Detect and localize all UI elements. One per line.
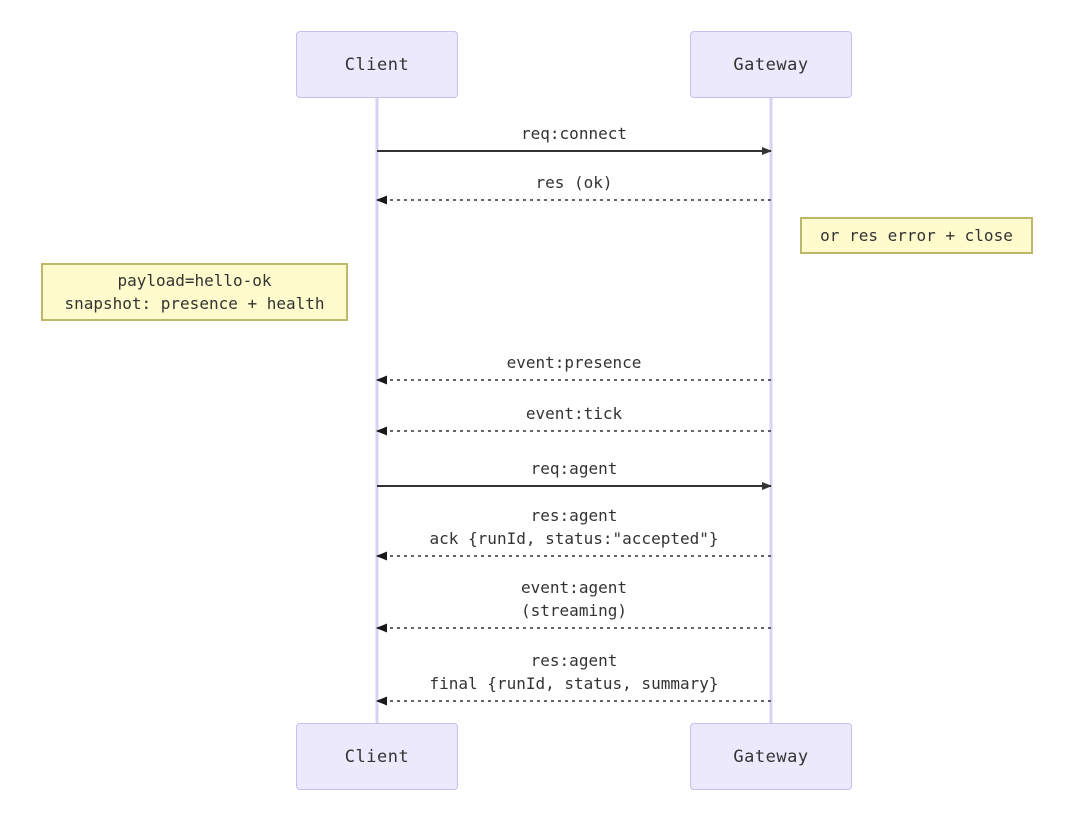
message-arrows-group [376,147,772,706]
note-error: or res error + close [800,217,1033,254]
participant-client-bottom[interactable]: Client [296,723,458,790]
participant-label: Client [344,746,410,767]
note-line: snapshot: presence + health [64,294,325,313]
participant-label: Client [344,54,410,75]
note-payload: payload=hello-ok snapshot: presence + hea… [41,263,348,321]
participant-client-top[interactable]: Client [296,31,458,98]
note-line: payload=hello-ok [117,271,272,290]
note-line: or res error + close [820,226,1013,245]
participant-gateway-bottom[interactable]: Gateway [690,723,852,790]
participant-gateway-top[interactable]: Gateway [690,31,852,98]
participant-label: Gateway [733,746,809,767]
participant-label: Gateway [733,54,809,75]
lifelines-group [375,98,773,723]
